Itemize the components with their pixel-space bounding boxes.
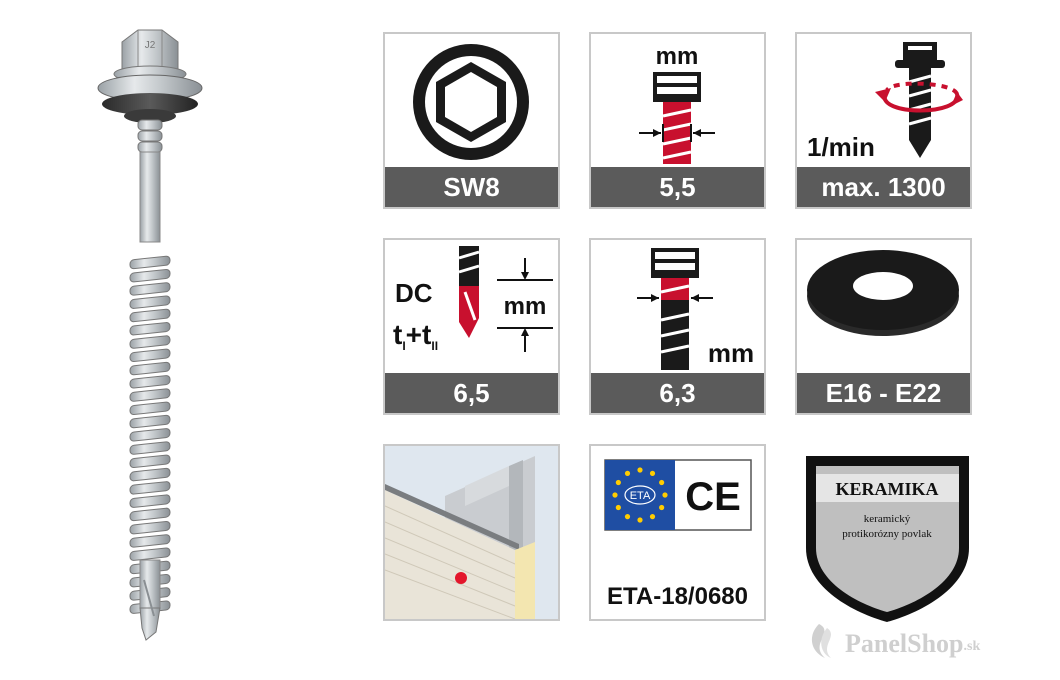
eu-star: [637, 467, 643, 473]
thread-ring: [129, 534, 171, 548]
eu-star: [624, 470, 631, 476]
speed-value: max. 1300: [797, 167, 970, 207]
card-drill-capacity: DC tI+tII mm 6,5: [383, 238, 560, 415]
diameter-value: 5,5: [591, 167, 764, 207]
thickness-sub-2: II: [431, 339, 438, 353]
card-diameter: mm 5,5: [589, 32, 766, 209]
thread-ring: [129, 507, 171, 522]
thread-diameter-unit: mm: [708, 338, 754, 368]
sandwich-panel-icon: [384, 446, 558, 620]
card-washer: E16 - E22: [795, 238, 972, 415]
eu-star: [649, 470, 656, 476]
eta-mark: ETA: [630, 490, 651, 502]
dc-unit: mm: [504, 293, 547, 320]
thickness-prefix-2: t: [422, 319, 431, 350]
thread-ring: [129, 401, 171, 416]
ce-mark: CE: [685, 475, 741, 519]
eu-star: [662, 492, 668, 498]
drill-capacity-value: 6,5: [385, 373, 558, 413]
brand-name: PanelShop: [845, 629, 964, 658]
thread-ring: [129, 348, 171, 362]
thread-ring: [129, 520, 171, 535]
hexagon-socket-icon: [413, 44, 529, 160]
thread-ring: [129, 269, 171, 283]
diameter-unit: mm: [656, 43, 699, 70]
thread-ring: [129, 295, 171, 309]
brand-tld: .sk: [964, 639, 981, 654]
thread-ring: [129, 322, 171, 336]
screw-illustration: J2: [97, 29, 203, 641]
thread-ring: [129, 467, 171, 482]
card-drive-size: SW8: [383, 32, 560, 209]
shield-badge-icon: KERAMIKA keramický protikorózny povlak: [806, 456, 969, 622]
card-speed: 1/min max. 1300: [795, 32, 972, 209]
eu-star: [615, 479, 621, 486]
card-application: [383, 444, 560, 621]
svg-text:tI+tII: tI+tII: [393, 319, 438, 353]
eu-star: [624, 514, 631, 520]
washer-value: E16 - E22: [797, 373, 970, 413]
thread-ring: [129, 255, 171, 270]
eu-star: [612, 492, 618, 498]
eu-eta-flag-icon: ETA CE: [604, 459, 752, 531]
svg-text:PanelShop.sk: PanelShop.sk: [845, 629, 980, 658]
thread-ring: [129, 494, 171, 508]
drive-size-value: SW8: [385, 167, 558, 207]
thread-ring: [129, 481, 171, 495]
screw-head-mark: J2: [145, 40, 156, 51]
thread-ring: [129, 547, 171, 561]
eu-star: [659, 479, 665, 486]
eu-star: [615, 504, 621, 511]
thread-diameter-icon: mm: [639, 43, 715, 164]
thread-ring: [129, 308, 171, 323]
rotation-speed-icon: 1/min: [807, 42, 963, 162]
dc-label: DC: [395, 278, 433, 308]
thread-ring: [129, 388, 171, 402]
thread-ring: [129, 375, 171, 389]
thickness-prefix-1: t: [393, 319, 402, 350]
thread-size-icon: mm: [637, 248, 754, 370]
eu-star: [659, 504, 665, 511]
thickness-plus: +: [406, 319, 422, 350]
panelshop-logo: PanelShop.sk: [811, 624, 980, 658]
eu-star: [637, 517, 643, 523]
coating-line2: protikorózny povlak: [842, 528, 932, 540]
washer-icon: [807, 250, 959, 336]
thickness-sub-1: I: [402, 339, 405, 353]
eu-star: [649, 514, 656, 520]
thread-ring: [129, 454, 171, 469]
thread-ring: [129, 282, 171, 296]
certification-value: ETA-18/0680: [607, 583, 748, 610]
thread-ring: [129, 428, 171, 442]
card-thread-diameter: mm 6,3: [589, 238, 766, 415]
thread-ring: [129, 441, 171, 455]
coating-title: KERAMIKA: [836, 479, 939, 499]
coating-line1: keramický: [864, 513, 911, 525]
drill-capacity-icon: DC tI+tII mm: [393, 246, 553, 353]
speed-unit: 1/min: [807, 132, 875, 162]
thread-ring: [129, 361, 171, 376]
thread-ring: [129, 335, 171, 349]
thread-diameter-value: 6,3: [591, 373, 764, 413]
thread-ring: [129, 414, 171, 429]
card-certification: ETA CE ETA-18/0680: [589, 444, 766, 621]
